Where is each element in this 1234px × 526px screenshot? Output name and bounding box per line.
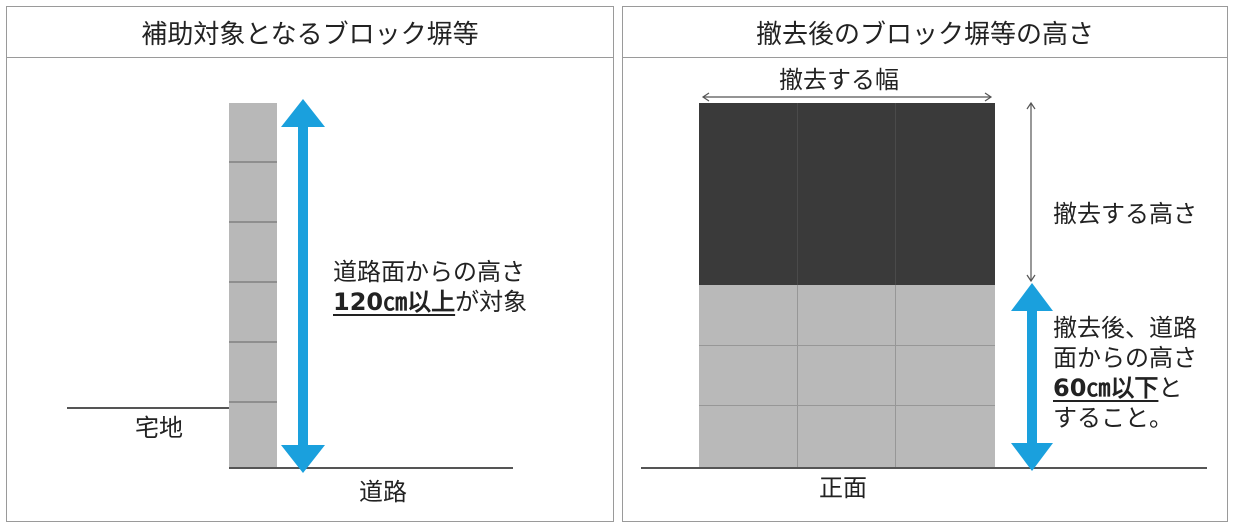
block-seam (895, 103, 896, 285)
remaining-note-value: 60㎝以下 (1053, 374, 1159, 402)
residential-label: 宅地 (135, 414, 183, 442)
removal-width-line (701, 92, 993, 102)
removal-height-label: 撤去する高さ (1053, 200, 1197, 228)
height-note-line2: 120㎝以上が対象 (333, 287, 527, 317)
front-label: 正面 (819, 474, 867, 502)
block-seam (229, 401, 277, 403)
remaining-block-section (699, 285, 995, 467)
block-seam (229, 221, 277, 223)
height-note-line1: 道路面からの高さ (333, 258, 525, 286)
block-seam (895, 285, 896, 467)
remaining-height-note: 撤去後、道路 面からの高さ 60㎝以下と すること。 (1053, 313, 1197, 433)
remaining-height-arrow (1011, 283, 1053, 471)
remaining-note-line2: 面からの高さ (1053, 344, 1197, 372)
block-seam (229, 161, 277, 163)
block-seam (699, 345, 995, 346)
removed-block-section (699, 103, 995, 285)
remaining-note-line3: 60㎝以下と (1053, 373, 1197, 403)
block-wall (229, 103, 277, 469)
block-seam (229, 341, 277, 343)
block-seam (699, 405, 995, 406)
road-ground-line (229, 467, 513, 469)
residential-ground-line (67, 407, 229, 409)
right-panel: 撤去後のブロック塀等の高さ 撤去する幅 撤去する高さ 撤去後、道路 面からの高さ (622, 6, 1228, 522)
height-note-value: 120㎝以上 (333, 288, 456, 316)
right-panel-title: 撤去後のブロック塀等の高さ (623, 7, 1227, 58)
height-note-suffix: が対象 (455, 288, 528, 316)
left-panel-title: 補助対象となるブロック塀等 (7, 7, 613, 58)
block-seam (229, 281, 277, 283)
left-panel: 補助対象となるブロック塀等 宅地 道路 道路面からの高さ 120㎝以上が対象 (6, 6, 614, 522)
block-seam (797, 285, 798, 467)
removal-height-line (1026, 101, 1036, 283)
removal-width-label: 撤去する幅 (779, 66, 899, 94)
height-arrow (281, 99, 325, 473)
remaining-note-line4: すること。 (1053, 404, 1173, 432)
block-seam (797, 103, 798, 285)
road-label: 道路 (359, 478, 407, 506)
height-note: 道路面からの高さ 120㎝以上が対象 (333, 257, 527, 317)
front-ground-line (641, 467, 1207, 469)
remaining-note-suffix: と (1158, 374, 1183, 402)
remaining-note-line1: 撤去後、道路 (1053, 314, 1197, 342)
